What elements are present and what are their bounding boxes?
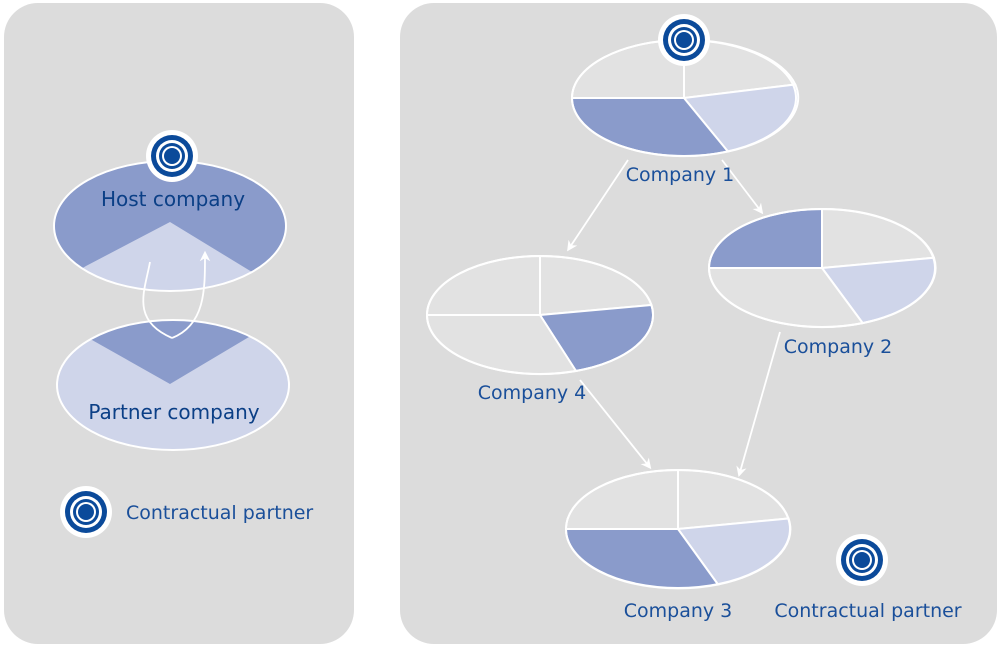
company-1-label: Company 1 <box>626 164 735 186</box>
company-3-label: Company 3 <box>624 600 733 622</box>
company-4-pie <box>425 254 655 376</box>
arrow-company4-to-company3 <box>579 379 652 470</box>
company-1-pie <box>570 38 800 158</box>
loop-arrow-left <box>142 261 173 339</box>
company-2-label: Company 2 <box>784 336 893 358</box>
contractual-partner-icon <box>658 14 710 66</box>
legend-label-right: Contractual partner <box>774 600 961 622</box>
company-4-label: Company 4 <box>478 382 587 404</box>
contractual-partner-icon <box>60 486 112 538</box>
loop-arrow-right <box>171 250 211 339</box>
arrow-company1-to-company4 <box>567 159 629 252</box>
partner-company-label: Partner company <box>88 400 259 424</box>
company-3-pie <box>564 468 792 590</box>
legend-label-left: Contractual partner <box>126 502 313 524</box>
contractual-partner-icon <box>836 534 888 586</box>
contractual-partner-icon <box>146 130 198 182</box>
partner-company-ellipse <box>56 319 290 451</box>
company-2-pie <box>707 207 937 329</box>
arrow-company1-to-company2 <box>721 159 764 215</box>
arrow-company2-to-company3 <box>736 331 781 478</box>
host-company-label: Host company <box>101 187 245 211</box>
